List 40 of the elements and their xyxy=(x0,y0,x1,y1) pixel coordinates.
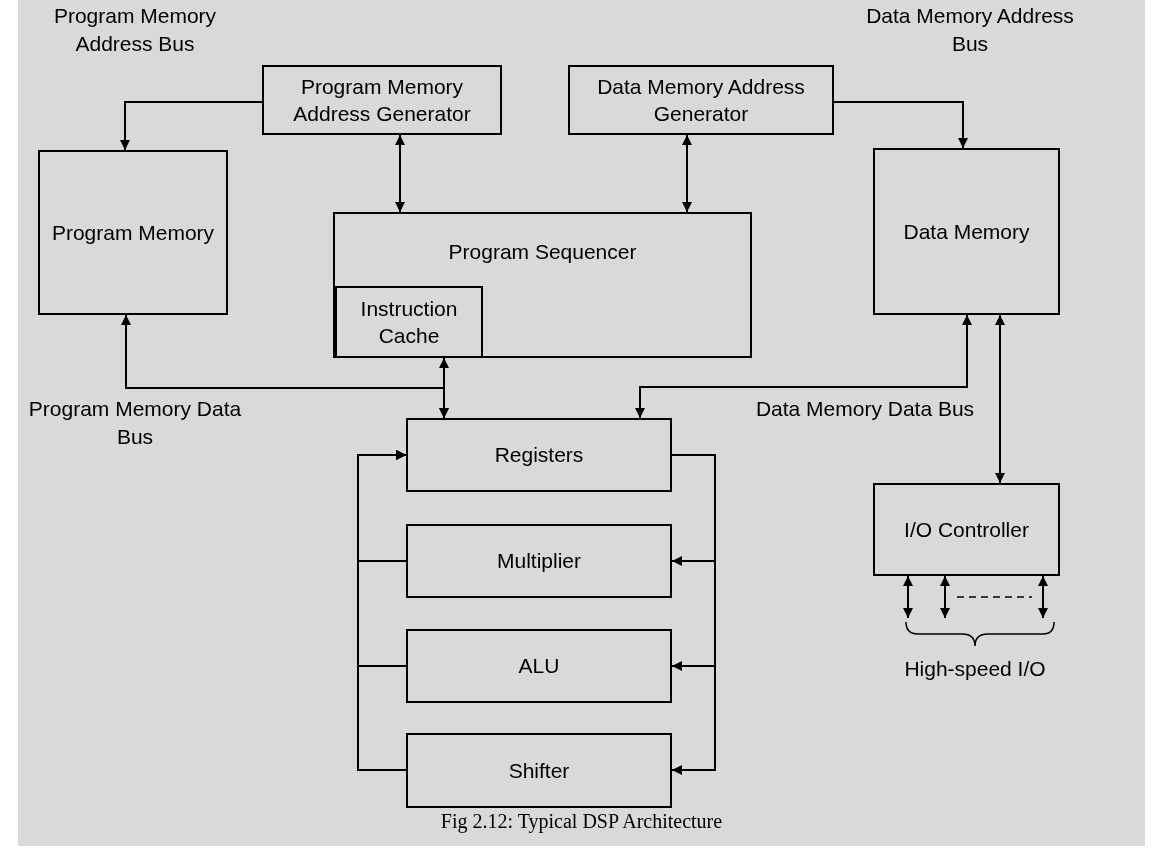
box-label: Program Sequencer xyxy=(447,239,638,265)
process-box xyxy=(406,524,672,598)
process-box xyxy=(406,418,672,492)
arrow xyxy=(121,314,449,419)
process-box xyxy=(873,483,1060,576)
bus-label: Program Memory Data Bus xyxy=(27,396,243,451)
arrow xyxy=(682,134,692,213)
arrow xyxy=(395,134,405,213)
box-label: Registers xyxy=(493,442,585,469)
process-box xyxy=(335,286,483,358)
arrow xyxy=(940,575,950,619)
box-label: Program Memory xyxy=(50,219,216,246)
figure-caption: Fig 2.12: Typical DSP Architecture xyxy=(439,810,724,833)
process-box xyxy=(262,65,502,135)
box-label: ALU xyxy=(517,653,561,680)
process-box xyxy=(38,150,228,315)
process-box xyxy=(406,629,672,703)
box-label: Instruction Cache xyxy=(359,295,459,349)
box-label: I/O Controller xyxy=(903,516,1030,543)
arrow xyxy=(671,454,716,775)
arrow xyxy=(903,575,913,619)
bus-label: Program Memory Address Bus xyxy=(52,3,218,58)
box-label: Data Memory xyxy=(902,218,1031,245)
bus-label: Data Memory Data Bus xyxy=(754,396,976,422)
box-label: Program Memory Address Generator xyxy=(292,73,472,127)
process-box xyxy=(333,212,752,358)
arrow xyxy=(833,101,968,149)
group-label: High-speed I/O xyxy=(903,655,1047,682)
box-label: Multiplier xyxy=(496,548,582,575)
process-box xyxy=(568,65,834,135)
process-box xyxy=(406,733,672,808)
arrow xyxy=(1038,575,1048,619)
arrow xyxy=(357,450,407,771)
arrow xyxy=(995,314,1005,484)
process-box xyxy=(873,148,1060,315)
arrow xyxy=(635,314,972,419)
arrow xyxy=(120,101,263,151)
box-label: Shifter xyxy=(507,757,571,784)
box-label: Data Memory Address Generator xyxy=(596,73,806,127)
bus-label: Data Memory Address Bus xyxy=(865,3,1075,58)
